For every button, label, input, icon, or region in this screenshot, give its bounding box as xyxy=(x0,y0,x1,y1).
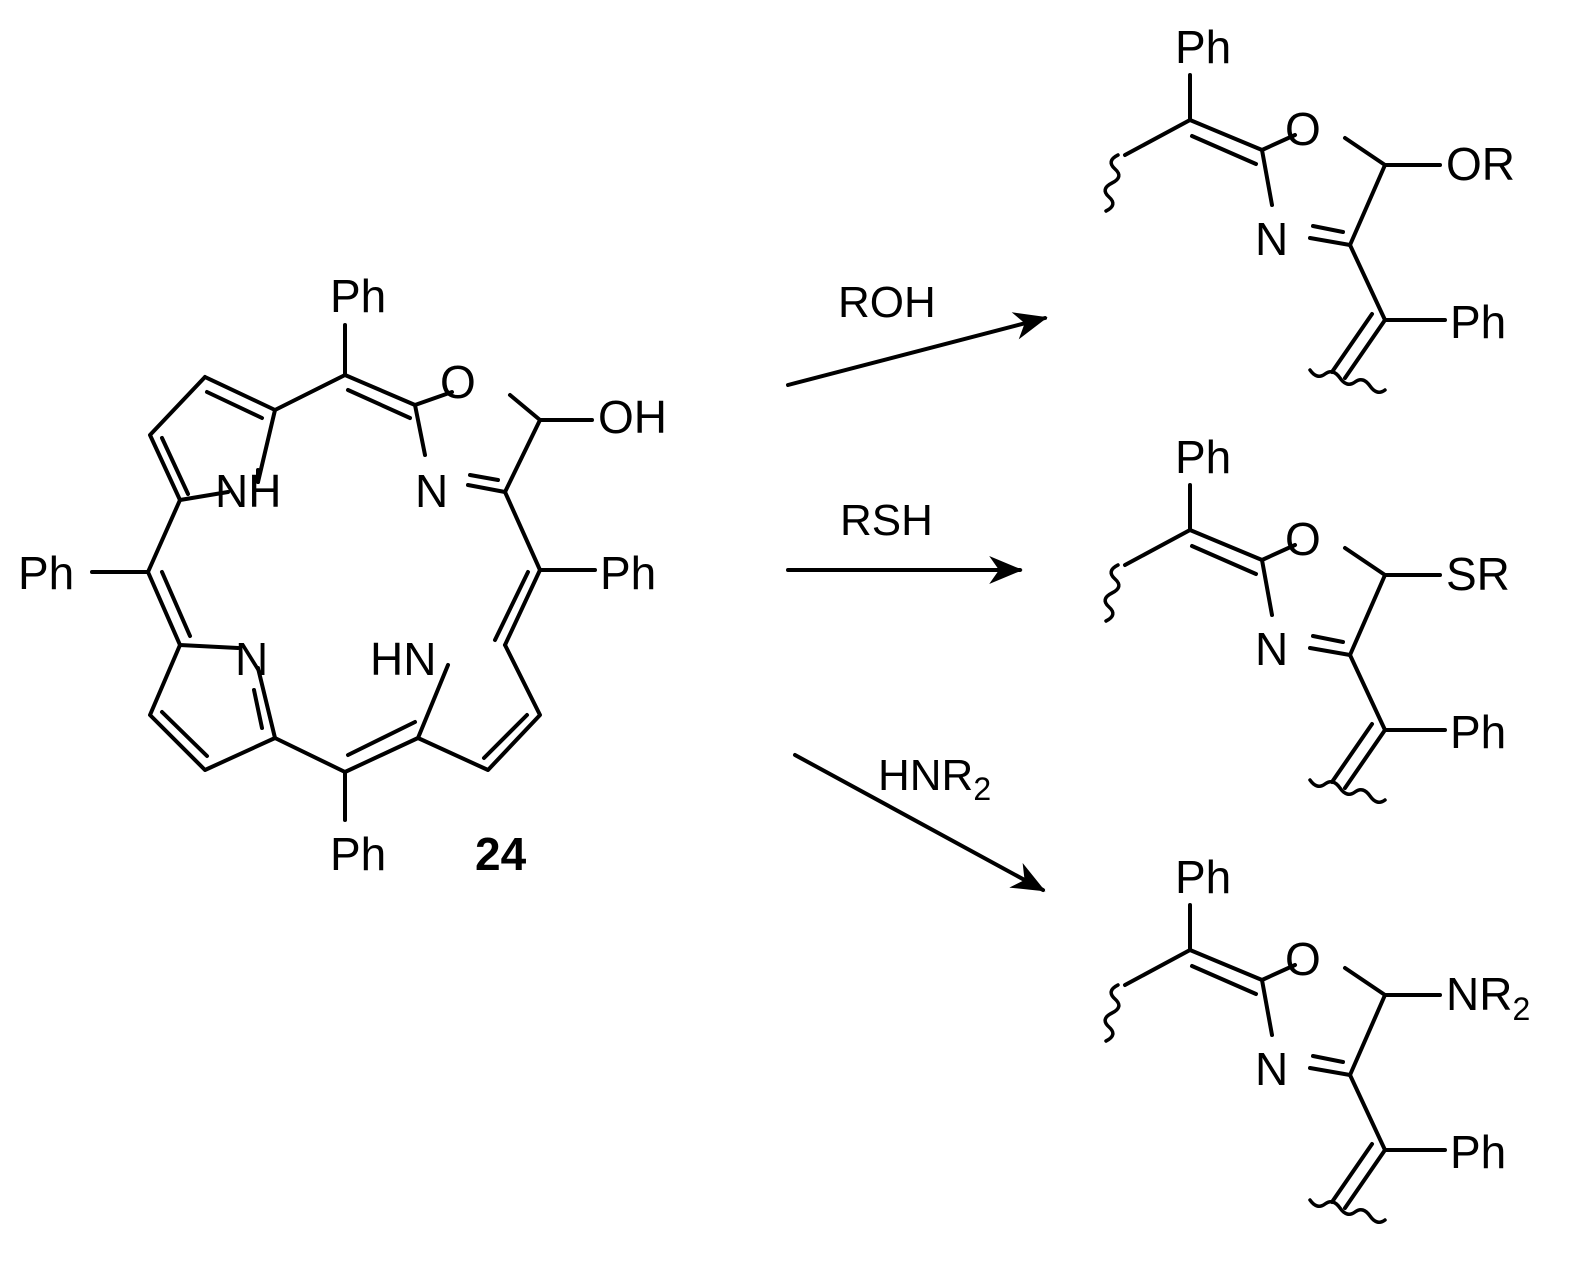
reagent-label-3-main: HNR xyxy=(878,751,973,800)
reaction-arrow-1: ROH xyxy=(786,278,1048,387)
reaction-arrow-2: RSH xyxy=(786,496,1023,584)
pyrrole-ring-top-left xyxy=(148,375,277,502)
product-3-nitrogen: N xyxy=(1255,1043,1288,1095)
pyrrole-ring-bottom-left xyxy=(148,643,277,772)
product-3: Ph O NR2 N Ph xyxy=(1103,851,1530,1224)
product-2-oxygen: O xyxy=(1285,513,1321,565)
hn-label: HN xyxy=(370,633,436,685)
oxygen-label: O xyxy=(440,356,476,408)
pyrrole-ring-bottom-right xyxy=(416,643,542,772)
product-3-ph-top: Ph xyxy=(1175,851,1231,903)
product-3-substituent-main: NR xyxy=(1446,968,1512,1020)
product-2-nitrogen: N xyxy=(1255,623,1288,675)
nitrogen-label-pyrrole: N xyxy=(235,633,268,685)
product-2: Ph O SR N Ph xyxy=(1103,431,1510,804)
meso-right xyxy=(493,490,597,647)
product-1-ph-right: Ph xyxy=(1450,296,1506,348)
meso-left xyxy=(90,498,192,647)
hydroxyl-label: OH xyxy=(598,391,667,443)
product-2-substituent: SR xyxy=(1446,548,1510,600)
ph-label-right: Ph xyxy=(600,547,656,599)
nitrogen-label-oxazole: N xyxy=(415,465,448,517)
ph-label-bottom: Ph xyxy=(330,828,386,880)
product-1-oxygen: O xyxy=(1285,103,1321,155)
product-1-substituent: OR xyxy=(1446,138,1515,190)
ph-label-left: Ph xyxy=(18,547,74,599)
reaction-arrow-3: HNR2 xyxy=(793,751,1046,892)
meso-bottom xyxy=(273,720,420,822)
compound-number: 24 xyxy=(475,828,527,880)
reagent-label-3-subscript: 2 xyxy=(973,771,991,807)
product-1-ph-top: Ph xyxy=(1175,21,1231,73)
reagent-label-1: ROH xyxy=(838,278,936,327)
product-1: Ph O OR N Ph xyxy=(1103,21,1515,394)
product-3-substituent: NR2 xyxy=(1446,968,1530,1027)
ph-label-top: Ph xyxy=(330,270,386,322)
reagent-label-2: RSH xyxy=(840,496,933,545)
product-3-oxygen: O xyxy=(1285,933,1321,985)
nh-label: NH xyxy=(215,465,281,517)
meso-top xyxy=(273,323,417,420)
product-3-ph-right: Ph xyxy=(1450,1126,1506,1178)
oxazole-ring-macrocycle xyxy=(413,390,594,494)
product-1-nitrogen: N xyxy=(1255,213,1288,265)
product-2-ph-top: Ph xyxy=(1175,431,1231,483)
product-2-ph-right: Ph xyxy=(1450,706,1506,758)
starting-material-24: Ph O OH N NH Ph Ph N HN Ph 24 xyxy=(18,270,667,880)
reagent-label-3: HNR2 xyxy=(878,751,991,807)
product-3-substituent-subscript: 2 xyxy=(1512,991,1530,1027)
